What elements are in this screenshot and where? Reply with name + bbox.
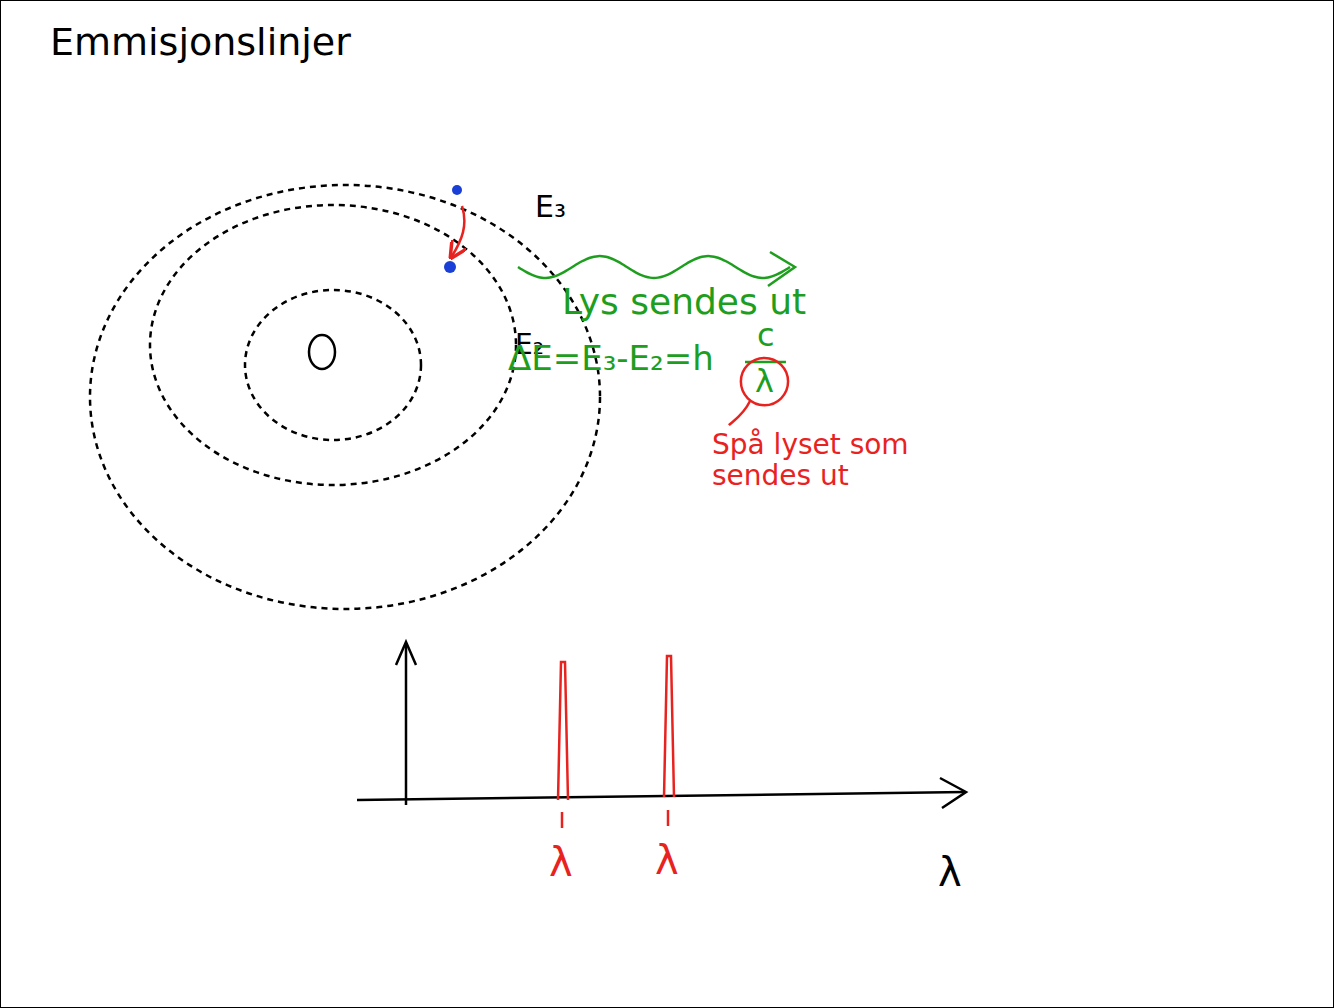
electron (444, 261, 456, 273)
axis-label: λ (938, 850, 962, 894)
transition-arrow (452, 206, 464, 256)
nucleus (309, 335, 335, 369)
emission-line (558, 662, 568, 800)
formula-numerator: c (757, 318, 775, 353)
wavelength-label: λ (549, 840, 573, 884)
wavelength-label: λ (655, 838, 679, 882)
formula-denominator: λ (755, 364, 774, 399)
leader-line (729, 400, 750, 425)
tick (667, 810, 670, 826)
tick (561, 812, 564, 828)
photon-note: Lys sendes ut (562, 282, 806, 322)
emission-line (664, 656, 674, 797)
photon-wave (518, 256, 790, 278)
formula: ΔE=E₃-E₂=h (508, 340, 714, 377)
axis-arrowhead (396, 642, 416, 665)
electron (452, 185, 462, 195)
title: Emmisjonslinjer (50, 22, 351, 64)
energy-level (150, 205, 516, 485)
highlight-circle (741, 358, 788, 405)
energy-level (245, 290, 421, 440)
x-axis (357, 792, 965, 800)
energy-label: E₃ (535, 190, 566, 223)
annotation: Spå lyset som sendes ut (712, 430, 912, 492)
y-axis (405, 645, 408, 805)
axis-arrowhead (940, 778, 966, 808)
photon-arrowhead (768, 252, 795, 286)
energy-level (90, 185, 600, 609)
